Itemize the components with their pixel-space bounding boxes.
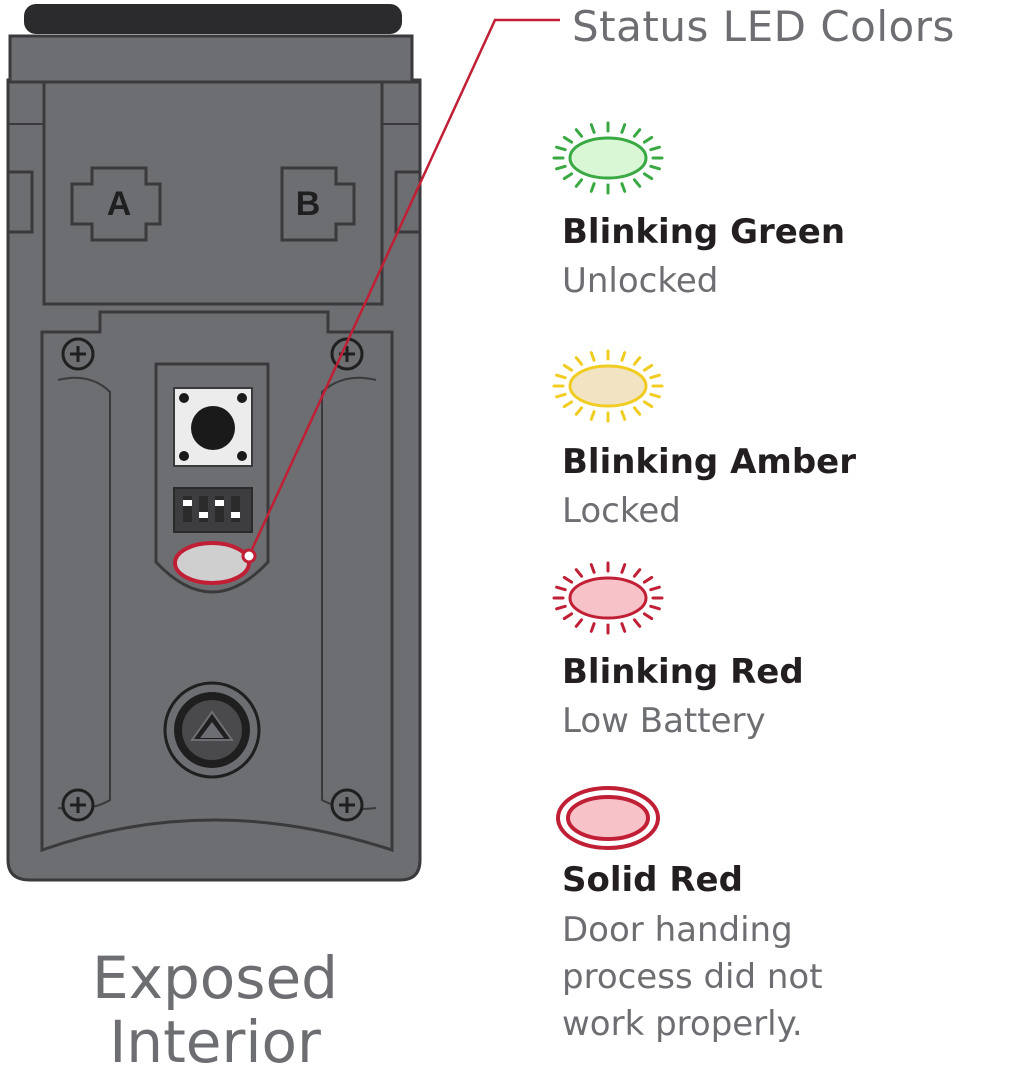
- led-ray: [632, 356, 642, 366]
- led-ray: [649, 145, 661, 152]
- led-ray: [574, 568, 584, 578]
- led-ray: [649, 373, 661, 380]
- led-ray: [642, 575, 654, 584]
- led-ray: [632, 406, 642, 416]
- led-ray: [562, 612, 574, 621]
- led-ray: [642, 612, 654, 621]
- led-ray: [562, 400, 574, 409]
- callout-line: [247, 18, 560, 557]
- dip-switches: [173, 487, 253, 533]
- led-ray: [620, 182, 627, 193]
- led-ray: [555, 373, 567, 380]
- led-ray: [642, 400, 654, 409]
- led-ray: [632, 178, 642, 188]
- caption-line: Interior: [109, 1008, 321, 1076]
- screw-icon: [330, 788, 364, 822]
- led-ray: [632, 618, 642, 628]
- led-ray: [574, 128, 584, 138]
- caption: Exposed Interior: [0, 946, 430, 1074]
- slot-b-label: B: [296, 185, 321, 223]
- blinking-amber-led-icon: [552, 349, 664, 423]
- led-ray: [620, 351, 627, 362]
- led-ray: [555, 392, 567, 399]
- blinking-green-led-icon: [552, 121, 664, 195]
- state-desc-blinking-amber: Locked: [562, 491, 681, 531]
- slot-a-label: A: [107, 185, 132, 223]
- led-ray: [555, 585, 567, 592]
- led-ray: [649, 164, 661, 171]
- callout-title: Status LED Colors: [572, 2, 955, 51]
- led-ray: [632, 128, 642, 138]
- led-ray: [589, 410, 596, 421]
- led-ray: [620, 563, 627, 574]
- led-ray: [620, 410, 627, 421]
- led-ray: [589, 123, 596, 134]
- blinking-red-led-icon: [552, 561, 664, 635]
- led-ray: [632, 568, 642, 578]
- state-desc-solid-red: Door handing process did not work proper…: [562, 907, 823, 1048]
- led-ray: [589, 182, 596, 193]
- led-ray: [589, 351, 596, 362]
- led-ray: [555, 145, 567, 152]
- led-ray: [574, 618, 584, 628]
- led-ray: [649, 585, 661, 592]
- led-ray: [589, 622, 596, 633]
- led-body: [568, 576, 648, 620]
- slot-b-bracket: [280, 166, 356, 242]
- led-ray: [620, 622, 627, 633]
- led-ray: [555, 604, 567, 611]
- top-gasket: [24, 4, 402, 34]
- state-desc-blinking-red: Low Battery: [562, 701, 766, 741]
- led-body: [566, 795, 650, 841]
- state-desc-line: process did not: [562, 957, 823, 997]
- thumbturn: [163, 681, 261, 779]
- caption-line: Exposed: [92, 944, 338, 1012]
- led-ray: [562, 135, 574, 144]
- led-ray: [649, 392, 661, 399]
- solid-red-led-icon: [556, 786, 660, 850]
- screw-icon: [61, 337, 95, 371]
- state-desc-line: Door handing: [562, 910, 793, 950]
- led-ray: [574, 178, 584, 188]
- state-name-blinking-amber: Blinking Amber: [562, 442, 856, 482]
- screw-icon: [61, 788, 95, 822]
- state-name-blinking-green: Blinking Green: [562, 212, 846, 252]
- led-ray: [562, 363, 574, 372]
- led-body: [568, 136, 648, 180]
- led-ray: [649, 604, 661, 611]
- status-led: [173, 541, 251, 585]
- led-ray: [620, 123, 627, 134]
- state-desc-line: work properly.: [562, 1004, 803, 1044]
- led-ray: [562, 575, 574, 584]
- led-ray: [642, 135, 654, 144]
- led-ray: [562, 172, 574, 181]
- led-ray: [642, 363, 654, 372]
- slot-a-bracket: [70, 166, 162, 242]
- led-ray: [574, 406, 584, 416]
- led-ray: [574, 356, 584, 366]
- led-body: [568, 364, 648, 408]
- led-ray: [589, 563, 596, 574]
- led-ray: [642, 172, 654, 181]
- state-name-blinking-red: Blinking Red: [562, 652, 804, 692]
- state-name-solid-red: Solid Red: [562, 860, 743, 900]
- led-ray: [555, 164, 567, 171]
- state-desc-blinking-green: Unlocked: [562, 261, 719, 301]
